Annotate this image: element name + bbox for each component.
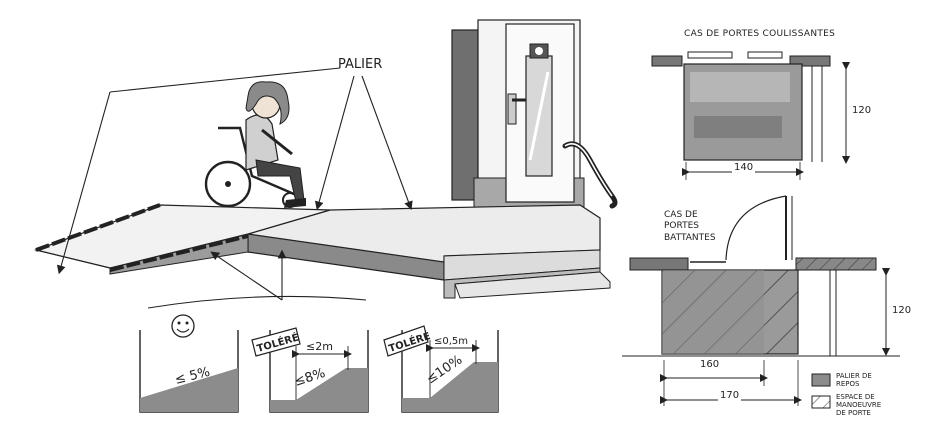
swing-doors-width-inner: 160 <box>700 359 720 370</box>
legend-swatch-solid <box>811 373 831 387</box>
legend <box>811 373 831 409</box>
wheelchair-sign-icon <box>529 43 549 59</box>
swing-doors-plan <box>622 195 900 406</box>
legend-hatched-line-3: DE PORTE <box>836 409 871 418</box>
landing-pointer-lines <box>56 67 413 309</box>
slope-panel-3 <box>383 325 499 413</box>
slope-panel-1 <box>139 314 239 413</box>
slope-3-length: ≤0,5m <box>434 336 468 347</box>
ramp-scene <box>33 19 618 309</box>
entrance-door <box>505 23 575 203</box>
smiley-icon <box>171 314 195 338</box>
swing-doors-title-line-2: PORTES <box>664 221 700 232</box>
slope-panels: ≤ 5% TOLÉRÉ ≤2m ≤8% TOLÉRÉ ≤0,5m ≤10% <box>139 314 499 413</box>
legend-entry-hatched: ESPACE DE MANOEUVRE DE PORTE <box>836 393 881 417</box>
sliding-doors-width: 140 <box>732 162 756 174</box>
swing-doors-title-line-1: CAS DE <box>664 210 698 220</box>
wheelchair-user-figure <box>204 81 306 208</box>
ramp <box>33 203 331 275</box>
swing-doors-title: CAS DE PORTES BATTANTES <box>664 210 716 244</box>
swing-doors-depth: 120 <box>892 305 912 316</box>
sliding-doors-depth: 120 <box>852 105 872 116</box>
legend-entry-solid: PALIER DE REPOS <box>836 372 872 388</box>
legend-solid-line-1: PALIER DE <box>836 372 872 380</box>
swing-doors-title-line-3: BATTANTES <box>664 232 716 243</box>
slope-panel-2 <box>251 327 369 413</box>
sliding-doors-plan <box>651 51 850 180</box>
sliding-doors-title: CAS DE PORTES COULISSANTES <box>684 29 836 39</box>
legend-hatched-line-2: MANOEUVRE <box>836 401 882 410</box>
slope-2-length: ≤2m <box>306 340 333 353</box>
landing-label: PALIER <box>338 57 383 72</box>
landing-platform <box>247 204 611 299</box>
swing-doors-width-outer: 170 <box>718 390 742 402</box>
legend-swatch-hatched <box>811 395 831 409</box>
legend-solid-line-2: REPOS <box>836 380 860 389</box>
door-handle-icon <box>507 93 526 125</box>
legend-hatched-line-1: ESPACE DE <box>836 393 875 401</box>
